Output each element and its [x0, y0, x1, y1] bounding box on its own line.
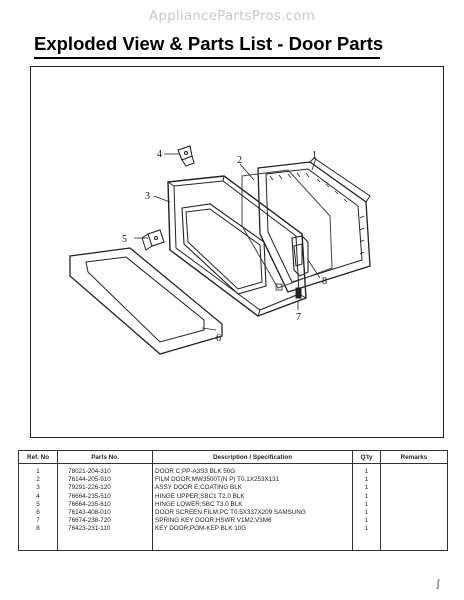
parts-list-table: Ref. No Parts No. Description / Specific… — [17, 450, 449, 551]
lower-hinge-part — [141, 229, 165, 251]
table-row: 6 76143-408-010 DOOR SCREEN FILM;PC T0.5… — [17, 509, 449, 518]
row-part-no: 76674-238-720 — [57, 517, 154, 526]
row-ref: 5 — [17, 500, 59, 510]
row-part-no: 79291-226-120 — [57, 484, 154, 493]
row-part-no: 76664-235-510 — [57, 492, 154, 501]
callout-3: 3 — [145, 191, 150, 202]
row-desc: DOOR C;PP-A3S3 BLK 50G — [152, 463, 354, 477]
watermark: AppliancePartsPros.com — [148, 8, 316, 24]
col-parts-no: Parts No. — [57, 450, 154, 464]
row-desc: FILM DOOR;MW3500T(N P) T0.1X253X131 — [152, 476, 354, 485]
row-qty: 1 — [352, 463, 381, 477]
table-row: 7 76674-238-720 SPRING KEY DOOR;HSWR V1M… — [17, 517, 449, 526]
table-row: 3 79291-226-120 ASSY DOOR E;COATING BLK … — [17, 484, 449, 493]
row-remarks — [379, 525, 449, 534]
empty-cell — [352, 533, 381, 551]
row-desc: ASSY DOOR E;COATING BLK — [152, 484, 354, 493]
title-underline — [34, 57, 380, 59]
callout-1: 1 — [312, 150, 317, 161]
row-remarks — [379, 484, 449, 493]
parts-list-table-wrap: Ref. No Parts No. Description / Specific… — [17, 450, 449, 551]
row-qty: 1 — [352, 517, 381, 526]
row-ref: 7 — [17, 517, 59, 526]
row-qty: 1 — [352, 525, 381, 534]
upper-hinge-part — [177, 145, 195, 167]
row-qty: 1 — [352, 492, 381, 501]
row-desc: KEY DOOR;POM-KEP BLK 10G — [152, 525, 354, 534]
row-ref: 6 — [17, 509, 59, 518]
row-ref: 4 — [17, 492, 59, 501]
empty-cell — [17, 533, 59, 551]
diagram-frame — [30, 66, 444, 438]
empty-cell — [152, 533, 354, 551]
row-desc: HINGE LOWER;SBC T3.0 BLK — [152, 500, 354, 510]
row-remarks — [379, 476, 449, 485]
row-part-no: 76144-205-910 — [57, 476, 154, 485]
table-row: 1 78021-204-310 DOOR C;PP-A3S3 BLK 50G 1 — [17, 463, 449, 477]
exploded-view-diagram: 4 2 1 3 5 6 7 8 — [69, 145, 371, 355]
row-ref: 2 — [17, 476, 59, 485]
table-row-empty — [17, 533, 449, 551]
row-qty: 1 — [352, 476, 381, 485]
empty-cell — [57, 533, 154, 551]
empty-cell — [379, 533, 449, 551]
callout-6: 6 — [216, 333, 221, 344]
col-ref-no: Ref. No — [17, 450, 59, 464]
row-qty: 1 — [352, 509, 381, 518]
col-description: Description / Specification — [152, 450, 354, 464]
row-remarks — [379, 517, 449, 526]
row-desc: DOOR SCREEN FILM;PC T0.5X337X209 SAMSUNG — [152, 509, 354, 518]
row-desc: SPRING KEY DOOR;HSWR V1M2,V3M6 — [152, 517, 354, 526]
row-part-no: 76664-235-610 — [57, 500, 154, 510]
leader-lines — [134, 153, 321, 331]
callout-7: 7 — [296, 312, 301, 323]
col-remarks: Remarks — [379, 450, 449, 464]
row-ref: 3 — [17, 484, 59, 493]
row-remarks — [379, 509, 449, 518]
row-part-no: 78021-204-310 — [57, 463, 154, 477]
table-header-row: Ref. No Parts No. Description / Specific… — [17, 450, 449, 464]
door-screen-film-part — [69, 247, 223, 355]
row-qty: 1 — [352, 500, 381, 510]
callout-5: 5 — [122, 234, 127, 245]
table-row: 5 76664-235-610 HINGE LOWER;SBC T3.0 BLK… — [17, 500, 449, 510]
row-ref: 8 — [17, 525, 59, 534]
row-remarks — [379, 463, 449, 477]
door-choke-part — [257, 157, 371, 293]
table-row: 4 76664-235-510 HINGE UPPER;SBC1 T2.0 BL… — [17, 492, 449, 501]
page-mark: ʃ — [437, 579, 440, 590]
row-ref: 1 — [17, 463, 59, 477]
callout-4: 4 — [157, 149, 162, 160]
page-title: Exploded View & Parts List - Door Parts — [34, 33, 384, 54]
assy-door-part — [167, 175, 307, 317]
row-qty: 1 — [352, 484, 381, 493]
row-part-no: 76423-231-110 — [57, 525, 154, 534]
row-part-no: 76143-408-010 — [57, 509, 154, 518]
spring-key-door-part — [295, 287, 302, 299]
table-row: 2 76144-205-910 FILM DOOR;MW3500T(N P) T… — [17, 476, 449, 485]
row-remarks — [379, 500, 449, 510]
callout-2: 2 — [237, 155, 242, 166]
col-qty: Q'ty — [352, 450, 381, 464]
row-remarks — [379, 492, 449, 501]
table-row: 8 76423-231-110 KEY DOOR;POM-KEP BLK 10G… — [17, 525, 449, 534]
key-door-part — [291, 235, 309, 277]
row-desc: HINGE UPPER;SBC1 T2.0 BLK — [152, 492, 354, 501]
callout-8: 8 — [322, 276, 327, 287]
